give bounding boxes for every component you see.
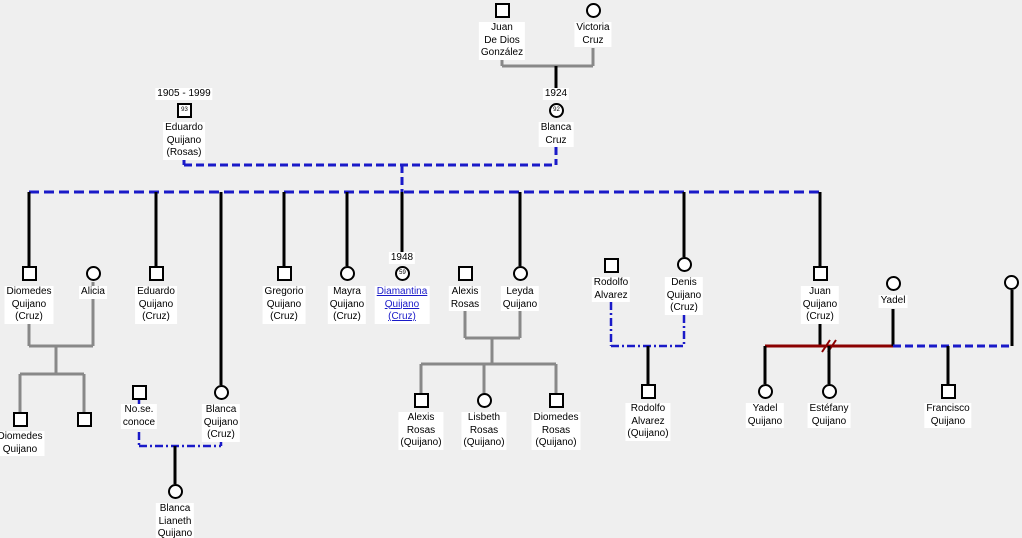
person-eduardo-qc-symbol[interactable] <box>149 266 164 281</box>
line-leyda-kids <box>419 338 558 393</box>
label-blanca-qc[interactable]: Blanca Quijano (Cruz) <box>201 404 241 442</box>
person-juan-qc-symbol[interactable] <box>813 266 828 281</box>
label-diomedes-q[interactable]: Diomedes Quijano <box>0 431 45 456</box>
label-juan-qc[interactable]: Juan Quijano (Cruz) <box>800 286 840 324</box>
label-no-se-conoce[interactable]: No.se. conoce <box>120 404 158 429</box>
person-leyda-symbol[interactable] <box>513 266 528 281</box>
label-diamantina-link[interactable]: Diamantina Quijano (Cruz) <box>374 286 430 324</box>
line-divorced-kids <box>763 346 831 384</box>
label-blanca-cruz[interactable]: Blanca Cruz <box>538 122 574 147</box>
label-alexis-rq[interactable]: Alexis Rosas (Quijano) <box>398 412 444 450</box>
person-alexis-rq-symbol[interactable] <box>414 393 429 408</box>
label-blanca-lianeth[interactable]: Blanca Lianeth Quijano <box>155 503 195 538</box>
person-victoria-symbol[interactable] <box>586 3 601 18</box>
person-lisbeth-symbol[interactable] <box>477 393 492 408</box>
diamantina-age: 59 <box>399 270 406 276</box>
label-mayra[interactable]: Mayra Quijano (Cruz) <box>327 286 367 324</box>
diamantina-birth: 1948 <box>388 252 416 264</box>
label-yadel[interactable]: Yadel <box>878 295 908 308</box>
blanca-cruz-birth: 1924 <box>542 88 570 100</box>
person-alicia-symbol[interactable] <box>86 266 101 281</box>
person-gregorio-symbol[interactable] <box>277 266 292 281</box>
label-diomedes-rq[interactable]: Diomedes Rosas (Quijano) <box>531 412 581 450</box>
label-denis[interactable]: Denis Quijano (Cruz) <box>664 277 704 315</box>
label-estefany[interactable]: Estéfany Quijano <box>807 403 851 428</box>
blanca-cruz-age: 92 <box>553 107 560 113</box>
person-unnamed-son-symbol[interactable] <box>77 412 92 427</box>
person-denis-symbol[interactable] <box>677 257 692 272</box>
person-alexis-rosas-symbol[interactable] <box>458 266 473 281</box>
label-gregorio[interactable]: Gregorio Quijano (Cruz) <box>262 286 306 324</box>
person-rodolfo-aq-symbol[interactable] <box>641 384 656 399</box>
label-juan-dios[interactable]: Juan De Dios González <box>478 22 526 60</box>
person-blanca-cruz-symbol[interactable]: 92 <box>549 103 564 118</box>
line-leyda-couple <box>463 311 522 338</box>
person-blanca-lianeth-symbol[interactable] <box>168 484 183 499</box>
person-rodolfo-alvarez-symbol[interactable] <box>604 258 619 273</box>
label-francisco[interactable]: Francisco Quijano <box>924 403 972 428</box>
person-yadel-q-symbol[interactable] <box>758 384 773 399</box>
label-yadel-q[interactable]: Yadel Quijano <box>745 403 785 428</box>
person-diomedes-qc-symbol[interactable] <box>22 266 37 281</box>
label-lisbeth[interactable]: Lisbeth Rosas (Quijano) <box>461 412 507 450</box>
person-diomedes-q-symbol[interactable] <box>13 412 28 427</box>
label-diomedes-qc[interactable]: Diomedes Quijano (Cruz) <box>4 286 54 324</box>
label-alicia[interactable]: Alicia <box>79 286 107 299</box>
label-eduardo-sr[interactable]: Eduardo Quijano (Rosas) <box>163 122 205 160</box>
label-leyda[interactable]: Leyda Quijano <box>500 286 540 311</box>
line-diomedes-kids <box>18 346 86 412</box>
line-denis-couple <box>609 302 686 346</box>
person-yadel-symbol[interactable] <box>886 276 901 291</box>
eduardo-lifespan: 1905 - 1999 <box>155 88 213 100</box>
label-eduardo-qc[interactable]: Eduardo Quijano (Cruz) <box>135 286 177 324</box>
label-victoria[interactable]: Victoria Cruz <box>574 22 612 47</box>
label-rodolfo-alvarez[interactable]: Rodolfo Alvarez <box>591 277 631 302</box>
person-estefany-symbol[interactable] <box>822 384 837 399</box>
person-blanca-qc-symbol[interactable] <box>214 385 229 400</box>
person-third-partner-symbol[interactable] <box>1004 275 1019 290</box>
eduardo-age: 93 <box>181 107 188 113</box>
person-diomedes-rq-symbol[interactable] <box>549 393 564 408</box>
person-eduardo-sr-symbol[interactable]: 93 <box>177 103 192 118</box>
label-rodolfo-aq[interactable]: Rodolfo Alvarez (Quijano) <box>625 403 671 441</box>
person-mayra-symbol[interactable] <box>340 266 355 281</box>
label-alexis-rosas[interactable]: Alexis Rosas <box>448 286 482 311</box>
person-francisco-symbol[interactable] <box>941 384 956 399</box>
person-no-se-conoce-symbol[interactable] <box>132 385 147 400</box>
person-diamantina-symbol[interactable]: 59 <box>395 266 410 281</box>
person-juan-dios-symbol[interactable] <box>495 3 510 18</box>
